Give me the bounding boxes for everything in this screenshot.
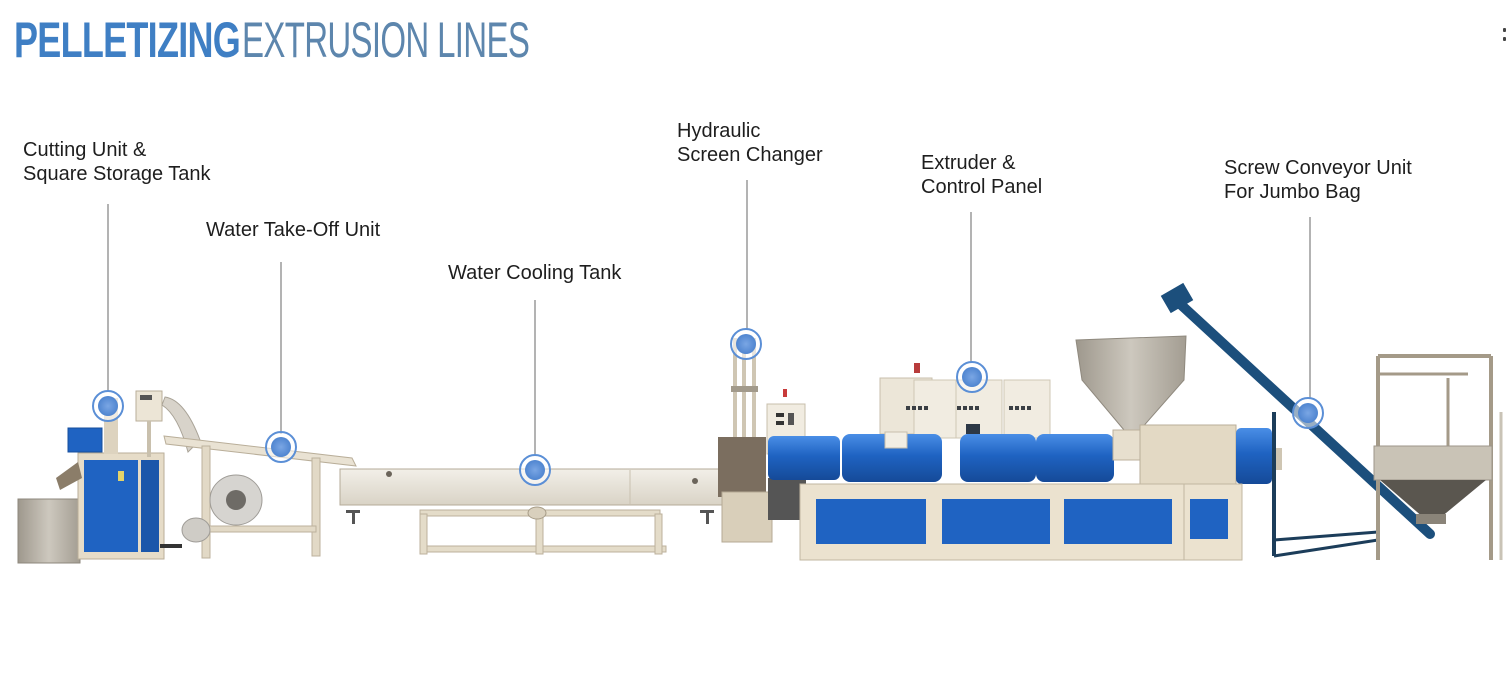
target-marker-icon[interactable] [92,390,124,422]
target-marker-icon[interactable] [265,431,297,463]
hydraulic-screen-changer-machine [718,338,806,543]
callout-line: Control Panel [921,176,1043,198]
callout-line: Screw Conveyor Unit [1224,157,1412,179]
title-bold: PELLETIZING [14,12,241,68]
callout-label-extruder-control-panel: Extruder & Control Panel [921,151,1042,199]
edge-mark-icon [1503,28,1507,52]
callout-line: Square Storage Tank [23,163,211,185]
callout-line: Water Take-Off Unit [206,219,381,241]
callout-label-cutting-unit: Cutting Unit & Square Storage Tank [23,138,211,186]
callout-label-screw-conveyor: Screw Conveyor Unit For Jumbo Bag [1224,156,1412,204]
cutting-unit-machine [17,390,201,564]
water-take-off-machine [163,435,357,559]
callout-label-hydraulic-screen-changer: Hydraulic Screen Changer [677,119,823,167]
target-marker-icon[interactable] [519,454,551,486]
callout-leaders [107,180,1311,456]
extruder-machine [766,335,1282,561]
target-marker-icon[interactable] [730,328,762,360]
callout-label-water-cooling-tank: Water Cooling Tank [448,261,621,285]
callout-line: Extruder & [921,152,1016,174]
callout-label-water-take-off: Water Take-Off Unit [206,218,380,242]
callout-line: Cutting Unit & [23,139,147,161]
callout-line: Water Cooling Tank [448,262,622,284]
target-marker-icon[interactable] [956,361,988,393]
callout-line: Hydraulic [677,120,761,142]
callout-line: Screen Changer [677,144,823,166]
target-marker-icon[interactable] [1292,397,1324,429]
callout-line: For Jumbo Bag [1224,181,1361,203]
title-light: EXTRUSION LINES [242,12,530,68]
